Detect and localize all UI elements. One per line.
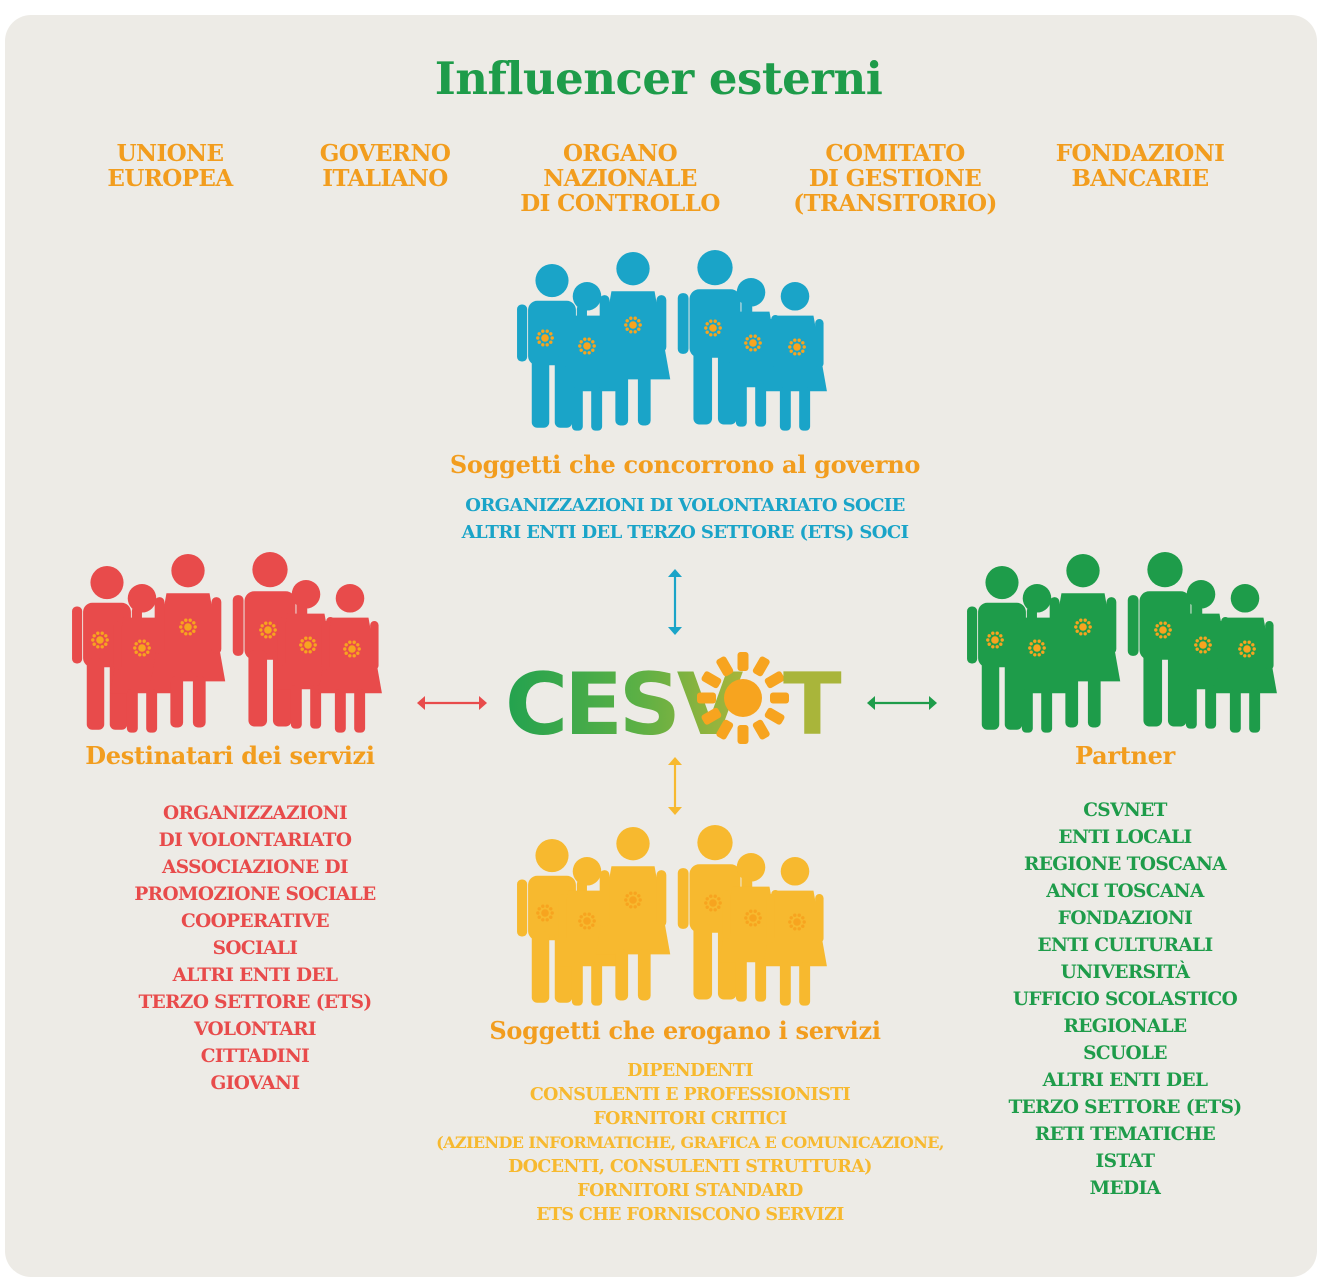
list-item: DOCENTI, CONSULENTI STRUTTURA) bbox=[508, 1157, 872, 1177]
list-item: FONDAZIONI bbox=[1057, 908, 1193, 929]
list-item: CITTADINI bbox=[200, 1046, 310, 1067]
cesvot-logo: CESV T bbox=[505, 652, 842, 750]
sun-icon bbox=[697, 652, 789, 744]
governo-list: ORGANIZZAZIONI DI VOLONTARIATO SOCIE ALTR… bbox=[340, 492, 1030, 546]
erogano-title: Soggetti che erogano i servizi bbox=[489, 1016, 881, 1045]
cesvot-logo-text-right: T bbox=[783, 655, 842, 750]
list-item: VOLONTARI bbox=[194, 1019, 317, 1040]
list-item: TERZO SETTORE (ETS) bbox=[1008, 1097, 1242, 1118]
influencer-fondazioni-bancarie: FONDAZIONI BANCARIE bbox=[1055, 140, 1225, 192]
list-item: ANCI TOSCANA bbox=[1046, 881, 1204, 902]
list-item: ALTRI ENTI DEL TERZO SETTORE (ETS) SOCI bbox=[461, 522, 909, 543]
list-item: ASSOCIAZIONE DI bbox=[162, 857, 349, 878]
list-item: UFFICIO SCOLASTICO bbox=[1012, 989, 1238, 1010]
list-item: (AZIENDE INFORMATICHE, GRAFICA E COMUNIC… bbox=[436, 1133, 944, 1152]
destinatari-list: ORGANIZZAZIONI DI VOLONTARIATO ASSOCIAZION… bbox=[60, 800, 450, 1097]
list-item: FORNITORI CRITICI bbox=[593, 1109, 787, 1129]
people-group-partner-icon bbox=[965, 552, 1295, 741]
governo-title: Soggetti che concorrono al governo bbox=[449, 450, 921, 479]
list-item: PROMOZIONE SOCIALE bbox=[134, 884, 376, 905]
list-item: ALTRI ENTI DEL bbox=[1042, 1070, 1208, 1091]
list-item: COOPERATIVE bbox=[181, 911, 330, 932]
list-item: ALTRI ENTI DEL bbox=[172, 965, 338, 986]
destinatari-title: Destinatari dei servizi bbox=[85, 741, 375, 770]
arrow-cesvot-erogano bbox=[668, 757, 682, 815]
influencer-unione-europea: UNIONE EUROPEA bbox=[107, 140, 233, 192]
people-group-governo-icon bbox=[515, 250, 845, 439]
page-title: Influencer esterni bbox=[434, 52, 883, 105]
list-item: DIPENDENTI bbox=[627, 1061, 753, 1081]
list-item: SOCIALI bbox=[212, 938, 298, 959]
list-item: ISTAT bbox=[1095, 1151, 1155, 1172]
influencer-governo-italiano: GOVERNO ITALIANO bbox=[319, 140, 451, 192]
arrow-cesvot-partner bbox=[867, 696, 937, 710]
people-group-destinatari-icon bbox=[70, 552, 400, 741]
list-item: REGIONE TOSCANA bbox=[1023, 854, 1227, 875]
list-item: ETS CHE FORNISCONO SERVIZI bbox=[536, 1205, 844, 1225]
partner-title: Partner bbox=[1075, 741, 1175, 770]
list-item: ORGANIZZAZIONI DI VOLONTARIATO SOCIE bbox=[465, 495, 905, 516]
influencer-organo-nazionale: ORGANO NAZIONALE DI CONTROLLO bbox=[520, 140, 720, 217]
partner-list: CSVNET ENTI LOCALI REGIONE TOSCANA ANCI TOS… bbox=[960, 797, 1290, 1202]
list-item: FORNITORI STANDARD bbox=[577, 1181, 803, 1201]
list-item: DI VOLONTARIATO bbox=[158, 830, 352, 851]
list-item: MEDIA bbox=[1089, 1178, 1161, 1199]
influencer-comitato-gestione: COMITATO DI GESTIONE (TRANSITORIO) bbox=[793, 140, 997, 217]
list-item: SCUOLE bbox=[1083, 1043, 1167, 1064]
list-item: ORGANIZZAZIONI bbox=[162, 803, 348, 824]
list-item: UNIVERSITÀ bbox=[1060, 962, 1190, 983]
people-group-erogano-icon bbox=[515, 825, 845, 1014]
list-item: CONSULENTI E PROFESSIONISTI bbox=[529, 1085, 851, 1105]
arrow-destinatari-cesvot bbox=[417, 696, 487, 710]
list-item: CSVNET bbox=[1083, 800, 1167, 821]
list-item: ENTI LOCALI bbox=[1058, 827, 1192, 848]
erogano-list: DIPENDENTI CONSULENTI E PROFESSIONISTI FOR… bbox=[330, 1059, 1050, 1227]
list-item: TERZO SETTORE (ETS) bbox=[138, 992, 372, 1013]
list-item: ENTI CULTURALI bbox=[1037, 935, 1213, 956]
arrow-governo-cesvot bbox=[668, 569, 682, 635]
list-item: GIOVANI bbox=[210, 1073, 300, 1094]
list-item: REGIONALE bbox=[1063, 1016, 1187, 1037]
list-item: RETI TEMATICHE bbox=[1034, 1124, 1216, 1145]
